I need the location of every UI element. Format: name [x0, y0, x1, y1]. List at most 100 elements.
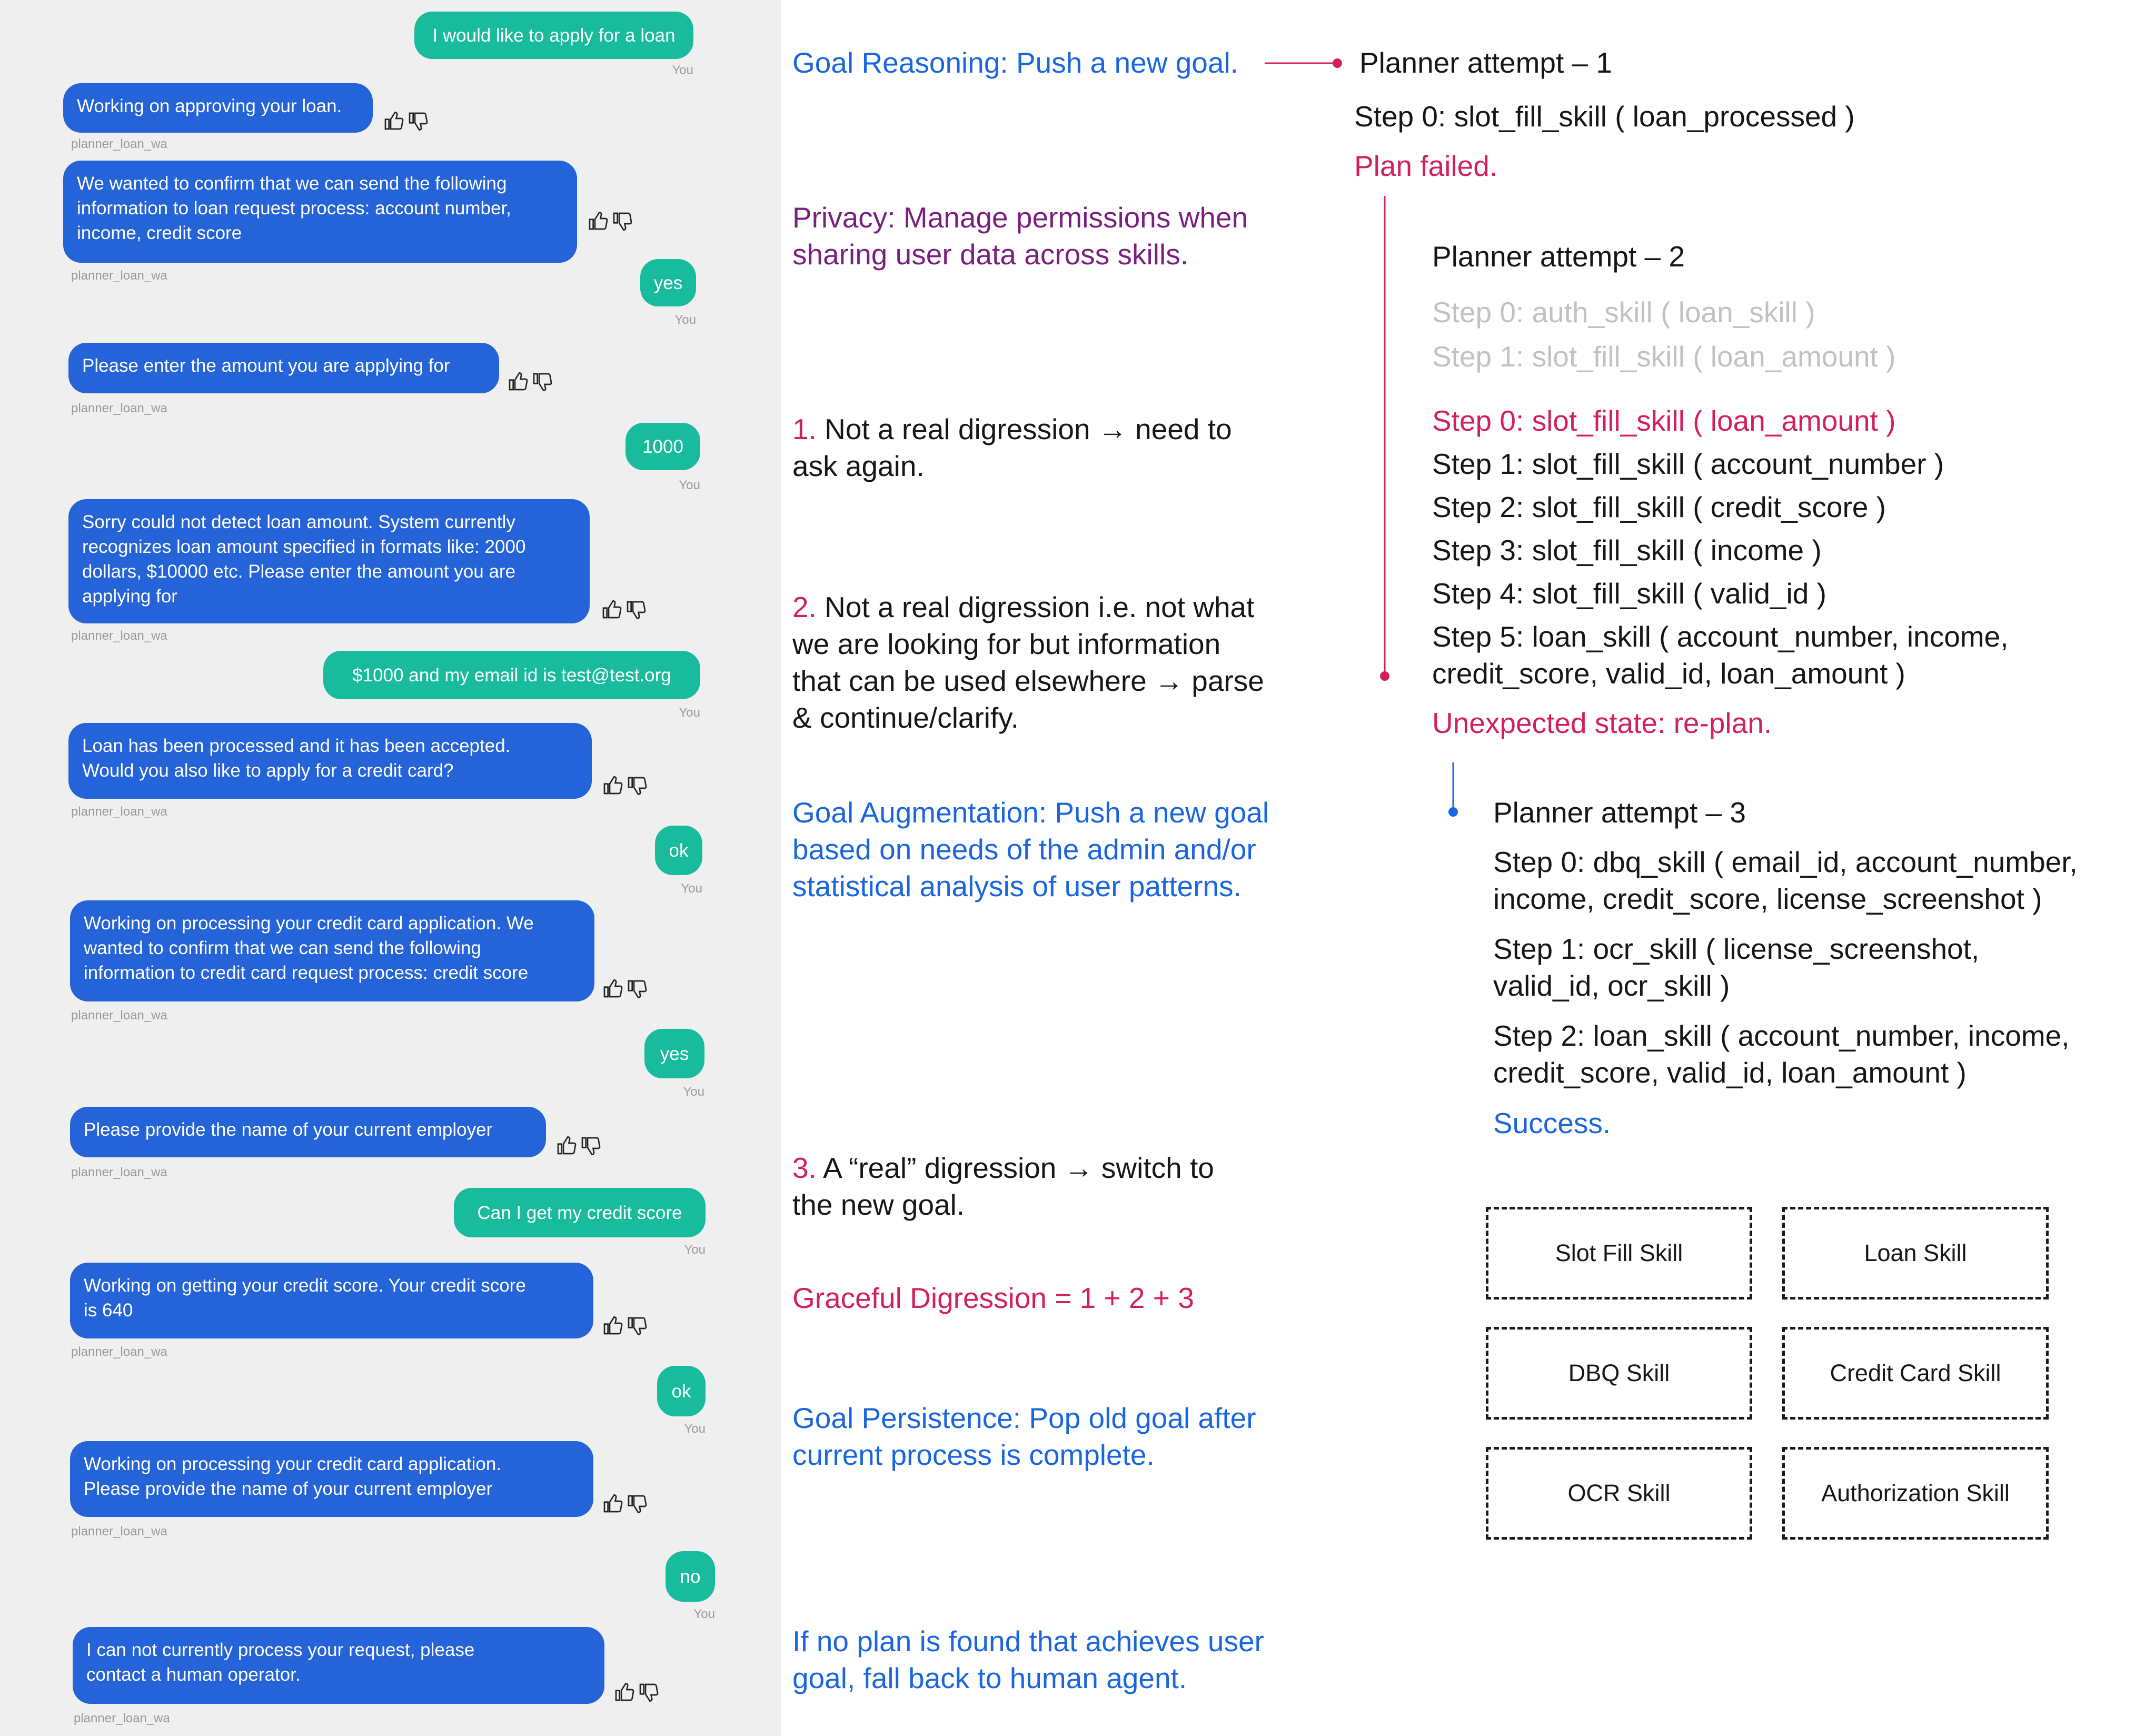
planner-attempt-2-step: Step 3: slot_fill_skill ( income ) [1432, 534, 1822, 567]
note-text: Manage permissions when sharing user dat… [792, 201, 1248, 271]
note-text: Not a real digression i.e. not what we a… [792, 591, 1264, 734]
planner-attempt-2-step: Step 4: slot_fill_skill ( valid_id ) [1432, 577, 1826, 610]
note-label: Goal Augmentation: [792, 796, 1047, 829]
feedback-buttons [507, 371, 559, 392]
thumbs-up-icon[interactable] [507, 371, 529, 392]
skill-box-authorization: Authorization Skill [1782, 1447, 2049, 1540]
note-number: 3. [792, 1152, 817, 1184]
thumbs-down-icon[interactable] [531, 371, 553, 392]
planner-attempt-3-title: Planner attempt – 3 [1493, 796, 1746, 829]
bot-bubble: Working on approving your loan. [63, 83, 373, 133]
user-bubble: $1000 and my email id is test@test.org [323, 651, 700, 699]
note-label: Privacy: [792, 201, 896, 234]
bot-bubble: Working on processing your credit card a… [70, 1441, 593, 1517]
thumbs-up-icon[interactable] [600, 599, 622, 620]
thumbs-up-icon[interactable] [555, 1135, 577, 1156]
sender-label: You [684, 1422, 706, 1436]
bot-bubble: Working on getting your credit score. Yo… [70, 1263, 593, 1338]
connector-dot [1448, 807, 1458, 817]
note-text: A “real” digression → switch to the new … [792, 1152, 1214, 1221]
thumbs-up-icon[interactable] [382, 111, 404, 132]
note-graceful-digression: Graceful Digression = 1 + 2 + 3 [792, 1282, 1194, 1314]
skill-box-dbq: DBQ Skill [1486, 1327, 1752, 1420]
thumbs-up-icon[interactable] [587, 211, 609, 232]
sender-label: You [684, 1243, 706, 1257]
bot-bubble: Please enter the amount you are applying… [68, 343, 499, 393]
sender-label: planner_loan_wa [71, 1524, 167, 1539]
note-digression-3: 3. A “real” digression → switch to the n… [792, 1149, 1319, 1223]
thumbs-down-icon[interactable] [625, 775, 648, 796]
planner-attempt-2-step: Step 5: loan_skill ( account_number, inc… [1432, 620, 2009, 690]
user-bubble: yes [644, 1029, 704, 1078]
sender-label: planner_loan_wa [71, 1345, 167, 1359]
sender-label: planner_loan_wa [71, 805, 167, 819]
thumbs-up-icon[interactable] [613, 1682, 635, 1703]
planner-attempt-2-step: Step 1: slot_fill_skill ( account_number… [1432, 448, 1944, 480]
note-privacy: Privacy: Manage permissions when sharing… [792, 199, 1319, 273]
planner-attempt-3-step: Step 0: dbq_skill ( email_id, account_nu… [1493, 846, 2078, 915]
user-bubble: yes [640, 259, 696, 306]
thumbs-down-icon[interactable] [406, 111, 429, 132]
note-goal-persistence: Goal Persistence: Pop old goal after cur… [792, 1400, 1319, 1473]
sender-label: planner_loan_wa [71, 401, 167, 415]
user-bubble: I would like to apply for a loan [414, 12, 693, 59]
sender-label: planner_loan_wa [71, 137, 167, 151]
sender-label: planner_loan_wa [71, 269, 167, 283]
planner-attempt-1-step: Step 0: slot_fill_skill ( loan_processed… [1354, 100, 1855, 133]
user-bubble: no [666, 1551, 715, 1602]
sender-label: You [681, 881, 703, 896]
thumbs-up-icon[interactable] [601, 1493, 623, 1514]
planner-attempt-3-result: Success. [1493, 1107, 1611, 1139]
feedback-buttons [613, 1682, 666, 1703]
planner-attempt-2-title: Planner attempt – 2 [1432, 240, 1685, 273]
bot-bubble: Please provide the name of your current … [70, 1107, 546, 1157]
bot-bubble: Sorry could not detect loan amount. Syst… [68, 499, 590, 623]
feedback-buttons [601, 1493, 654, 1514]
sender-label: planner_loan_wa [71, 1008, 167, 1023]
note-digression-2: 2. Not a real digression i.e. not what w… [792, 589, 1319, 736]
thumbs-up-icon[interactable] [601, 775, 623, 796]
note-goal-reasoning: Goal Reasoning: Push a new goal. [792, 44, 1319, 81]
planner-attempt-2-step: Step 2: slot_fill_skill ( credit_score ) [1432, 491, 1886, 523]
note-text: Push a new goal based on needs of the ad… [792, 796, 1269, 902]
thumbs-down-icon[interactable] [624, 599, 647, 620]
note-text: Push a new goal. [1008, 46, 1238, 79]
thumbs-up-icon[interactable] [601, 1315, 623, 1336]
planner-attempt-3-step: Step 1: ocr_skill ( license_screenshot, … [1493, 933, 1980, 1002]
feedback-buttons [382, 111, 435, 132]
thumbs-down-icon[interactable] [579, 1135, 601, 1156]
thumbs-down-icon[interactable] [637, 1682, 659, 1703]
user-bubble: ok [655, 826, 702, 875]
sender-label: planner_loan_wa [71, 1165, 167, 1179]
skill-box-ocr: OCR Skill [1486, 1447, 1752, 1540]
sender-label: You [672, 63, 694, 77]
sender-label: planner_loan_wa [71, 629, 167, 643]
sender-label: planner_loan_wa [74, 1711, 170, 1725]
user-bubble: 1000 [625, 423, 700, 470]
note-goal-augmentation: Goal Augmentation: Push a new goal based… [792, 794, 1319, 905]
bot-bubble: I can not currently process your request… [73, 1627, 604, 1704]
thumbs-down-icon[interactable] [625, 1493, 648, 1514]
sender-label: You [693, 1607, 716, 1621]
note-number: 2. [792, 591, 817, 623]
note-fallback: If no plan is found that achieves user g… [792, 1625, 1264, 1694]
feedback-buttons [601, 775, 654, 796]
thumbs-down-icon[interactable] [625, 978, 648, 999]
planner-attempt-2-struck-step: Step 1: slot_fill_skill ( loan_amount ) [1432, 340, 1896, 373]
planner-attempt-2-highlight-step: Step 0: slot_fill_skill ( loan_amount ) [1432, 404, 1896, 437]
sender-label: You [683, 1085, 705, 1099]
planner-attempt-2-result: Unexpected state: re-plan. [1432, 707, 1772, 739]
thumbs-down-icon[interactable] [625, 1315, 648, 1336]
feedback-buttons [587, 211, 639, 232]
sender-label: You [674, 313, 697, 327]
feedback-buttons [600, 599, 653, 620]
note-text: Not a real digression → need to ask agai… [792, 413, 1232, 482]
bot-bubble: We wanted to confirm that we can send th… [63, 161, 577, 263]
thumbs-up-icon[interactable] [601, 978, 623, 999]
thumbs-down-icon[interactable] [611, 211, 633, 232]
user-bubble: ok [657, 1366, 706, 1416]
feedback-buttons [601, 1315, 654, 1336]
feedback-buttons [555, 1135, 608, 1156]
bot-bubble: Working on processing your credit card a… [70, 900, 594, 1001]
planner-attempt-2-struck-step: Step 0: auth_skill ( loan_skill ) [1432, 296, 1815, 329]
